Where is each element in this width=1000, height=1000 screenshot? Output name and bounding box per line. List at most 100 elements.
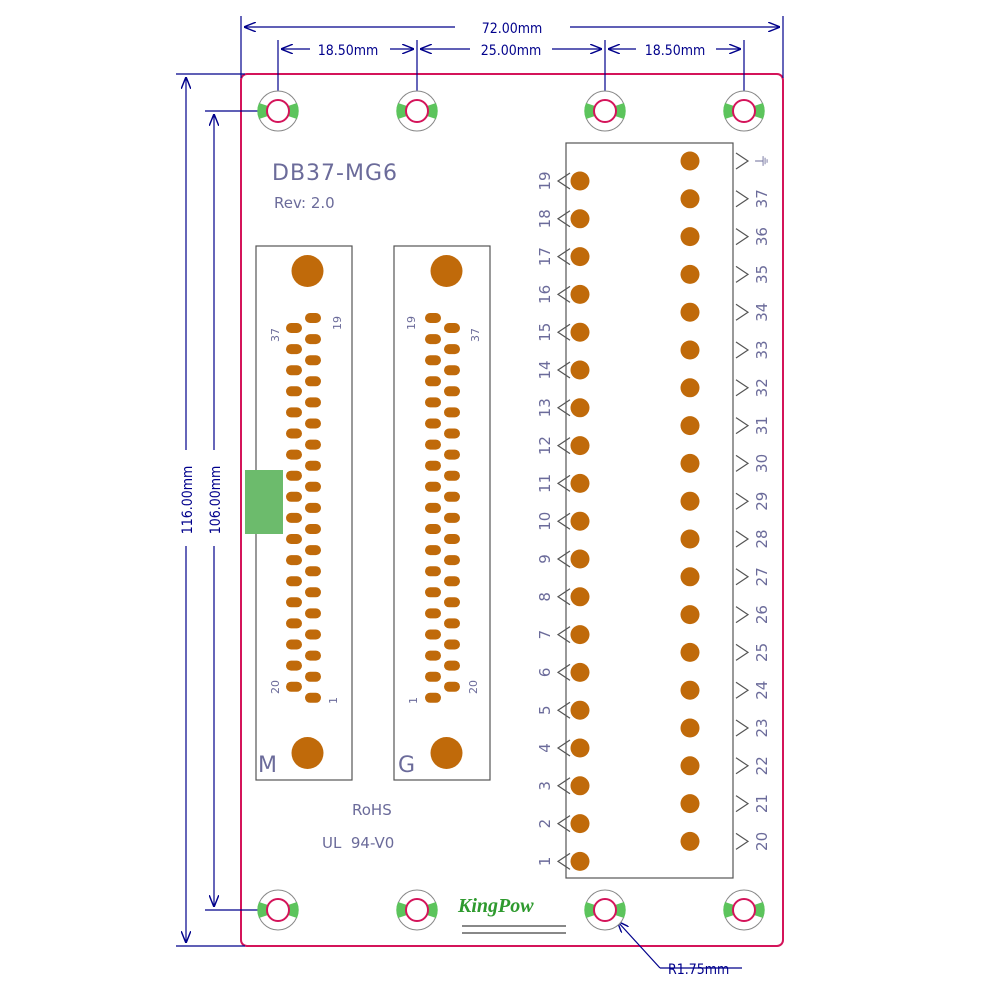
terminal-arrow — [556, 474, 571, 492]
dim-hole-height: 106.00mm — [208, 466, 224, 535]
terminal-right-label: 24 — [753, 681, 771, 700]
g-pin-1-label: 1 — [407, 697, 420, 704]
mounting-holes — [257, 90, 765, 931]
pin-pad — [286, 449, 302, 460]
terminal-pad-left — [570, 209, 590, 229]
pin-pad — [286, 344, 302, 355]
terminal-arrow — [735, 606, 750, 624]
pin-pad — [444, 407, 460, 418]
pin-pad — [305, 566, 321, 577]
pin-pad — [425, 376, 441, 387]
pin-pad — [286, 618, 302, 629]
terminal-left-label: 7 — [536, 630, 554, 640]
terminal-arrow — [556, 512, 571, 530]
terminal-pad-left — [570, 549, 590, 569]
mounting-hole — [723, 889, 765, 931]
terminal-pad-left — [570, 284, 590, 304]
pin-pad — [425, 545, 441, 556]
pin-pad — [444, 491, 460, 502]
terminal-right-label: 30 — [753, 454, 771, 473]
terminal-block-outline — [565, 142, 734, 879]
pin-pad — [286, 534, 302, 544]
pin-pad — [305, 334, 321, 345]
terminal-arrow — [556, 172, 571, 190]
mount-pad — [430, 737, 463, 769]
pin-pad — [286, 407, 302, 418]
pin-pad — [305, 502, 321, 513]
pin-pad — [305, 460, 321, 471]
pin-pad — [286, 639, 302, 650]
dim-mid-spacing: 25.00mm — [481, 43, 542, 59]
pin-pad — [444, 449, 460, 460]
pin-pad — [425, 587, 441, 598]
model-label: DB37-MG6 — [272, 161, 398, 186]
test-pad-green — [245, 470, 283, 534]
pin-pad — [444, 597, 460, 608]
pin-pad — [286, 470, 302, 481]
terminal-pad-right — [680, 378, 700, 398]
dim-hole-radius: R1.75mm — [668, 962, 729, 978]
terminal-pad-left — [570, 776, 590, 796]
pin-pad — [444, 512, 460, 523]
terminal-arrow — [735, 795, 750, 813]
terminal-arrow — [735, 190, 750, 208]
pin-pad — [305, 692, 321, 703]
terminal-left-label: 2 — [536, 819, 554, 829]
mounting-hole — [257, 90, 299, 132]
brand-label: KingPow — [457, 895, 534, 917]
terminal-arrow — [735, 341, 750, 359]
pin-pad — [286, 555, 302, 566]
terminal-right-label: 21 — [753, 794, 771, 813]
terminal-pad-right — [680, 642, 700, 662]
terminal-arrow — [556, 626, 571, 644]
pin-pad — [305, 629, 321, 640]
terminal-pad-left — [570, 473, 590, 493]
mounting-hole — [396, 889, 438, 931]
terminal-right-label: 27 — [753, 567, 771, 586]
terminal-arrow — [735, 530, 750, 548]
pin-pad — [305, 587, 321, 598]
pin-pad — [286, 576, 302, 587]
pin-pad — [425, 502, 441, 513]
pin-pad — [425, 481, 441, 492]
m-pin-1-label: 1 — [327, 697, 340, 704]
pin-pad — [425, 397, 441, 408]
pin-pad — [305, 650, 321, 661]
terminal-left-label: 6 — [536, 668, 554, 678]
pin-pad — [305, 671, 321, 682]
terminal-arrow — [735, 265, 750, 283]
pin-pad — [444, 618, 460, 629]
dim-total-width: 72.00mm — [482, 21, 543, 37]
terminal-pad-right — [680, 605, 700, 625]
terminal-pad-right — [680, 529, 700, 549]
mounting-hole — [584, 889, 626, 931]
terminal-pad-left — [570, 247, 590, 267]
pin-pad — [286, 681, 302, 692]
terminal-arrow — [735, 757, 750, 775]
terminal-right-label: 36 — [753, 227, 771, 246]
m-pin-20-label: 20 — [269, 680, 282, 694]
terminal-right-label: 25 — [753, 643, 771, 662]
mounting-hole — [584, 90, 626, 132]
dim-left-spacing: 18.50mm — [318, 43, 379, 59]
terminal-right-label: 37 — [753, 189, 771, 208]
terminal-left-label: 18 — [536, 209, 554, 228]
pin-pad — [305, 376, 321, 387]
mount-pad — [291, 255, 324, 287]
terminal-arrow — [556, 323, 571, 341]
g-pin-19-label: 19 — [405, 316, 418, 330]
pin-pad — [425, 355, 441, 366]
radius-callout — [618, 922, 742, 969]
terminal-arrow — [556, 437, 571, 455]
terminal-pad-right — [680, 718, 700, 738]
mount-pad — [291, 737, 324, 769]
terminal-pad-left — [570, 662, 590, 682]
pin-pad — [444, 576, 460, 587]
terminal-arrow — [556, 285, 571, 303]
pin-pad — [444, 323, 460, 333]
pin-pad — [444, 470, 460, 481]
terminal-pad-left — [570, 625, 590, 645]
terminal-left-label: 10 — [536, 512, 554, 531]
g-pin-37-label: 37 — [469, 328, 482, 342]
